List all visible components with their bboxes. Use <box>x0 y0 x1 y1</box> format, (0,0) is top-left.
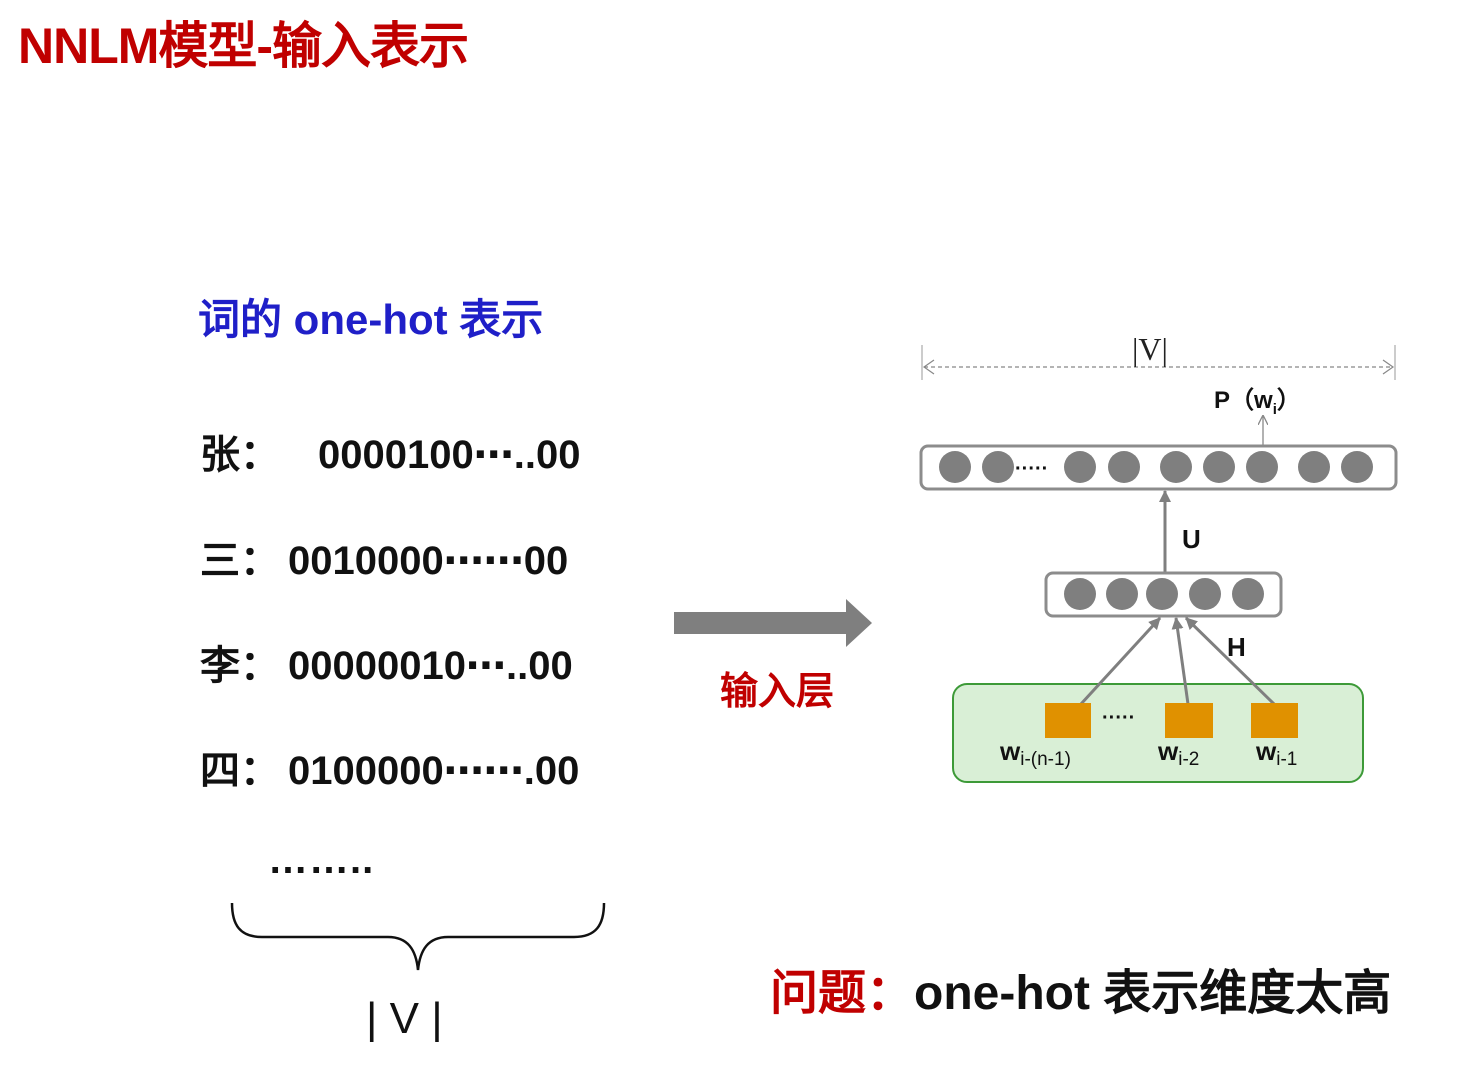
onehot-row: 张： 0000100⋯..00 <box>200 422 580 480</box>
row-char: 三： <box>200 539 280 583</box>
output-layer-box <box>919 444 1398 491</box>
problem-text: one-hot 表示维度太高 <box>914 967 1392 1020</box>
hidden-node <box>1146 578 1178 610</box>
onehot-heading: 词的 one-hot 表示 <box>198 296 544 343</box>
output-node <box>1341 451 1373 483</box>
row-code: 0100000⋯⋯.00 <box>288 749 580 793</box>
row-char: 四： <box>200 749 280 793</box>
vocab-brace <box>230 902 606 971</box>
input-panel <box>952 683 1364 783</box>
rows-ellipsis: …….. <box>268 838 375 882</box>
hidden-node <box>1064 578 1096 610</box>
onehot-row: 四：0100000⋯⋯.00 <box>200 738 579 796</box>
hidden-node <box>1106 578 1138 610</box>
input-label: wi-2 <box>1157 736 1199 770</box>
row-code: 0010000⋯⋯00 <box>288 539 569 583</box>
h-label: H <box>1227 632 1246 662</box>
page-title: NNLM模型-输入表示 <box>18 18 469 74</box>
output-node <box>1298 451 1330 483</box>
onehot-row: 三：0010000⋯⋯00 <box>200 528 568 586</box>
output-ellipsis: ····· <box>1015 458 1048 480</box>
row-char: 张： <box>200 433 280 477</box>
input-layer-arrow <box>674 599 872 647</box>
problem-prefix: 问题： <box>770 967 915 1020</box>
row-code: 0000100⋯..00 <box>318 433 581 477</box>
hidden-node <box>1189 578 1221 610</box>
input-layer-label: 输入层 <box>720 671 835 713</box>
output-node <box>982 451 1014 483</box>
row-code: 00000010⋯..00 <box>288 644 573 688</box>
output-node <box>1064 451 1096 483</box>
input-word-box <box>1165 703 1213 738</box>
output-node <box>1108 451 1140 483</box>
h-connections <box>1079 616 1276 706</box>
top-dim-label: |V| <box>1132 331 1168 367</box>
u-label: U <box>1182 524 1201 554</box>
input-label: wi-1 <box>1255 736 1297 770</box>
input-word-box <box>1045 703 1091 738</box>
onehot-row: 李：00000010⋯..00 <box>200 633 573 691</box>
vocab-size-label: | V | <box>366 994 443 1043</box>
output-nodes <box>939 451 1373 483</box>
row-char: 李： <box>200 644 280 688</box>
vocab-dimension <box>921 345 1396 380</box>
output-node <box>939 451 971 483</box>
problem-statement: 问题：one-hot 表示维度太高 <box>770 953 1391 1023</box>
hidden-node <box>1232 578 1264 610</box>
output-node <box>1246 451 1278 483</box>
output-prob-label: P（wi） <box>1214 387 1301 418</box>
output-node <box>1203 451 1235 483</box>
hidden-nodes <box>1064 578 1264 610</box>
input-label: wi-(n-1) <box>999 736 1071 770</box>
input-ellipsis: ····· <box>1102 707 1135 729</box>
output-node <box>1160 451 1192 483</box>
input-word-box <box>1251 703 1298 738</box>
